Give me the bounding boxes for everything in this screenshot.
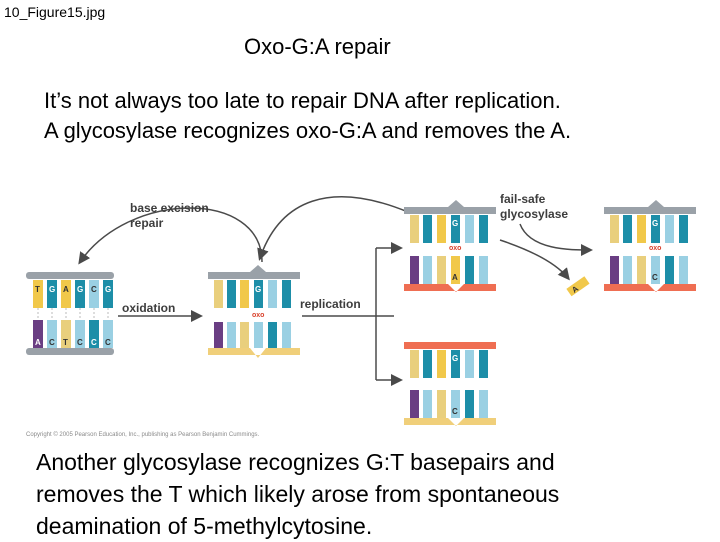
strand1-top-base-6: G (105, 285, 111, 294)
oxidized-dna-duplex: G oxo (208, 265, 300, 358)
filename-caption: 10_Figure15.jpg (4, 4, 106, 20)
duplex2-g-label: G (452, 219, 458, 228)
duplex4-g-label: G (452, 354, 458, 363)
excised-adenine: A (566, 276, 590, 297)
excised-a-label: A (570, 284, 580, 295)
original-dna-duplex: T G A G C G A C T C C C (26, 272, 114, 355)
duplex3-g-label: G (652, 219, 658, 228)
failsafe-arrow (519, 223, 593, 256)
oxo-label-3: oxo (649, 245, 661, 252)
strand1-top-base-1: T (35, 285, 40, 294)
replication-label: replication (300, 297, 361, 311)
strand1-top-base-4: G (77, 285, 83, 294)
oxo-label-1: oxo (252, 312, 264, 319)
ber-arrow-right (257, 196, 409, 261)
oxo-g-c-duplex: G oxo C (604, 200, 696, 292)
slide-title: Oxo-G:A repair (244, 34, 391, 59)
duplex4-c-label: C (452, 407, 458, 416)
outro-line-1: Another glycosylase recognizes G:T basep… (36, 449, 555, 475)
strand1-top-base-5: C (91, 285, 97, 294)
duplex3-c-label: C (652, 273, 658, 282)
outro-text: Another glycosylase recognizes G:T basep… (36, 446, 559, 542)
strand1-bottom-base-2: C (49, 338, 55, 347)
oxo-g-a-duplex: G oxo A (404, 200, 496, 292)
strand1-bottom-base-6: C (105, 338, 111, 347)
oxidation-label: oxidation (122, 301, 175, 315)
strand1-top-base-2: G (49, 285, 55, 294)
strand1-bottom-base-5: C (91, 338, 97, 347)
strand1-top-base-3: A (63, 285, 69, 294)
g-c-duplex: G C (404, 342, 496, 426)
excised-base-arrow (499, 239, 570, 281)
intro-line-2: A glycosylase recognizes oxo-G:A and rem… (44, 118, 572, 143)
intro-text: It’s not always too late to repair DNA a… (44, 86, 571, 146)
failsafe-label-line2: glycosylase (500, 207, 568, 221)
strand1-bottom-base-1: A (35, 338, 41, 347)
strand1-bottom-base-4: C (77, 338, 83, 347)
copyright-line: Copyright © 2005 Pearson Education, Inc.… (26, 431, 260, 438)
ber-arrow-left (78, 207, 263, 265)
strand1-bottom-base-3: T (63, 338, 68, 347)
ber-label-line1: base excision (130, 201, 209, 215)
outro-line-2: removes the T which likely arose from sp… (36, 481, 560, 507)
ber-label-line2: repair (130, 216, 164, 230)
outro-line-3: deamination of 5-methylcytosine. (36, 513, 373, 539)
duplex2-a-label: A (452, 273, 458, 282)
failsafe-label-line1: fail-safe (500, 192, 546, 206)
oxidized-g-label: G (255, 285, 261, 294)
oxo-label-2: oxo (449, 245, 461, 252)
intro-line-1: It’s not always too late to repair DNA a… (44, 88, 561, 113)
